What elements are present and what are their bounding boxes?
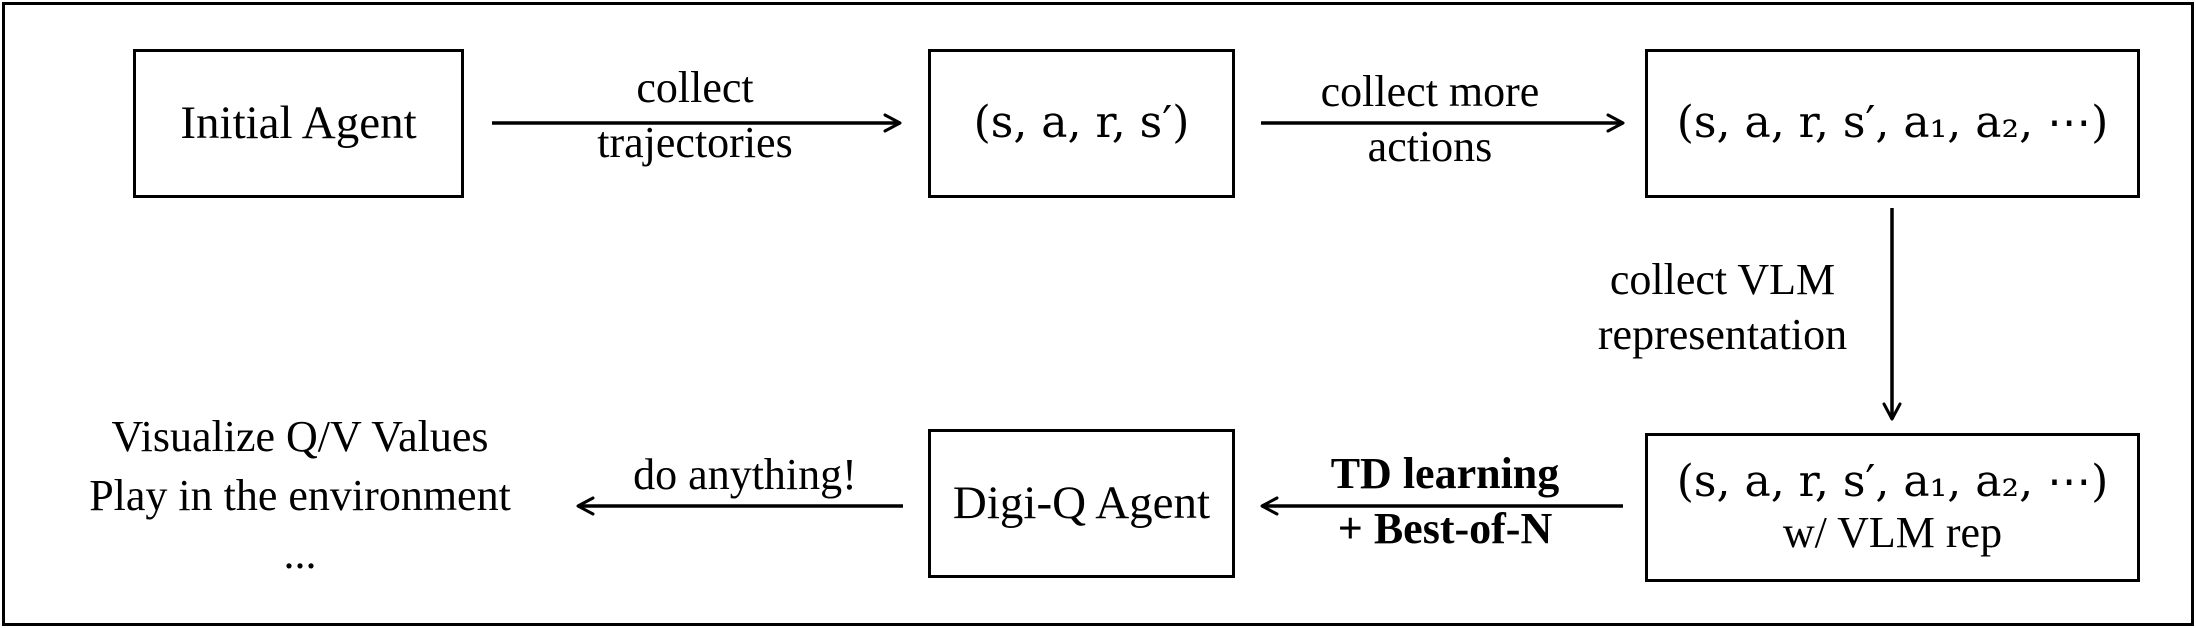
digiq-agent-node: Digi-Q Agent (928, 429, 1235, 578)
transition-vlm-sublabel: w/ VLM rep (1782, 507, 2003, 557)
output-visualize-values: Visualize Q/V Values (111, 412, 489, 461)
edge-label-best-of-n: + Best-of-N (1337, 504, 1553, 553)
edge-label-do-anything-text: do anything! (633, 450, 857, 499)
transition-label: (s, a, r, s′) (973, 97, 1190, 149)
edge-label-representation: representation (1597, 310, 1848, 359)
transition-more-actions-label: (s, a, r, s′, a₁, a₂, ⋯) (1676, 97, 2109, 149)
edge-label-collect-vlm-representation: collect VLM representation (1555, 252, 1890, 362)
transition-vlm-label: (s, a, r, s′, a₁, a₂, ⋯) (1676, 455, 2109, 507)
edge-label-td-learning: TD learning (1330, 449, 1560, 498)
output-play-environment: Play in the environment (89, 470, 511, 520)
digiq-agent-label: Digi-Q Agent (952, 477, 1211, 530)
transition-vlm-node: (s, a, r, s′, a₁, a₂, ⋯) w/ VLM rep (1645, 433, 2140, 582)
edge-label-collect-vlm: collect VLM (1609, 255, 1836, 304)
edge-label-actions: actions (1367, 122, 1493, 171)
edge-label-collect: collect (636, 63, 754, 112)
output-ellipsis: ... (283, 529, 317, 579)
edge-label-do-anything: do anything! (600, 447, 890, 502)
edge-label-collect-trajectories: collect trajectories (560, 60, 830, 170)
edge-label-td-learning-best-of-n: TD learning + Best-of-N (1290, 446, 1600, 556)
edge-label-collect-more-actions: collect more actions (1280, 64, 1580, 174)
transition-node: (s, a, r, s′) (928, 49, 1235, 198)
edge-label-trajectories: trajectories (597, 118, 793, 167)
edge-label-collect-more: collect more (1320, 67, 1540, 116)
initial-agent-label: Initial Agent (180, 97, 417, 150)
transition-more-actions-node: (s, a, r, s′, a₁, a₂, ⋯) (1645, 49, 2140, 198)
initial-agent-node: Initial Agent (133, 49, 464, 198)
outputs-block: Visualize Q/V Values Play in the environ… (30, 408, 570, 584)
